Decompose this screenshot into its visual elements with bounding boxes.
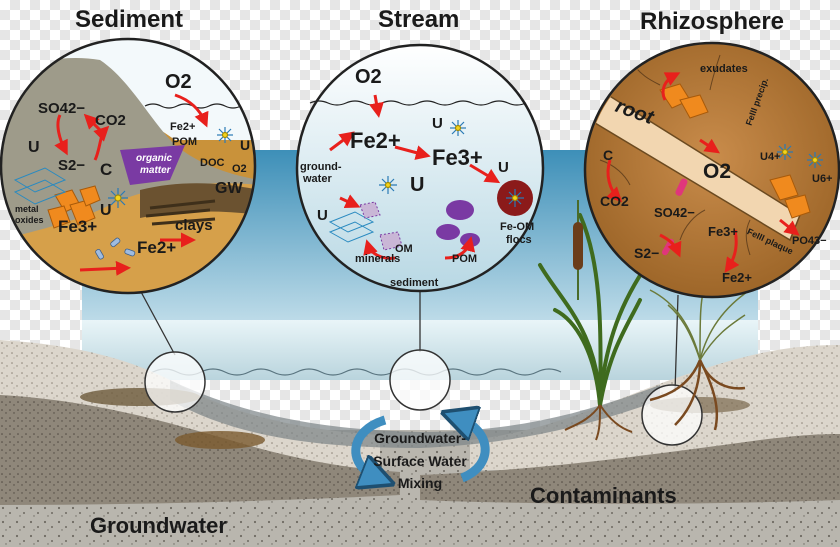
dark-sediment-layer <box>0 395 400 505</box>
lens-2 <box>175 431 265 449</box>
stream-u-top: U <box>432 115 443 132</box>
sed-fe2: Fe2+ <box>137 238 176 257</box>
sed-o2-small: O2 <box>232 163 247 175</box>
sed-clays: clays <box>175 217 213 234</box>
mixing-label-1: Groundwater- <box>374 430 466 446</box>
stream-pom-label: POM <box>452 253 477 265</box>
uranium-complex-icon <box>777 144 793 160</box>
sediment-magnifier <box>144 351 206 413</box>
sed-pom: POM <box>172 136 197 148</box>
sed-organic-1: organic <box>136 153 173 164</box>
feiii-plaque-particles <box>659 83 811 219</box>
sed-u-bottom: U <box>100 202 112 219</box>
stream-u-mid: U <box>410 174 424 196</box>
groundwater-title: Groundwater <box>90 513 227 538</box>
sed-fe2-small: Fe2+ <box>170 121 195 133</box>
streambed <box>170 380 660 448</box>
stream-mineral-lattice <box>328 211 375 243</box>
sediment-mineral-lattice <box>13 167 67 205</box>
mixing-label-2: Surface Water <box>373 453 467 469</box>
mixing-cycle <box>351 415 490 483</box>
sed-metal-2: oxides <box>15 215 44 225</box>
mixing-arrow-left <box>351 415 385 478</box>
rhizo-u6: U6+ <box>812 173 833 185</box>
sediment-title: Sediment <box>75 6 183 33</box>
cattail-head <box>573 222 583 270</box>
rhizo-so4: SO42− <box>654 205 695 220</box>
sed-u: U <box>28 139 40 156</box>
stream-fe2: Fe2+ <box>350 128 401 153</box>
sediment-circle: O2 SO42− CO2 U S2− C Fe2+ POM organic ma… <box>0 37 257 295</box>
sed-fe3: Fe3+ <box>58 217 97 236</box>
sed-metal-1: metal <box>15 204 39 214</box>
stream-gw-2: water <box>302 173 332 185</box>
rhizo-s2: S2− <box>634 245 659 261</box>
rhizo-pink-marker <box>675 178 688 196</box>
uranium-complex-icon <box>450 120 466 136</box>
sed-organic-2: matter <box>140 165 172 176</box>
sed-doc: DOC <box>200 157 225 169</box>
stream-feom-1: Fe-OM <box>500 221 534 233</box>
rhizo-po4: PO43− <box>792 235 827 247</box>
mixing-arrow-right <box>458 418 490 483</box>
sed-u-right: U <box>240 137 250 153</box>
uranium-complex-icon <box>807 152 823 168</box>
magnifier-circles <box>144 349 703 446</box>
stream-sediment: sediment <box>390 277 439 289</box>
uranium-complex-icon <box>506 189 524 207</box>
uranium-complex-icon <box>217 127 233 143</box>
rhizo-c: C <box>603 147 613 163</box>
organic-matter-blob <box>120 145 185 185</box>
stream-fe3: Fe3+ <box>432 145 483 170</box>
stream-circle: O2 Fe2+ Fe3+ U U U U ground- water OM mi… <box>295 43 545 293</box>
rhizo-exudates: exudates <box>700 63 748 75</box>
right-dark-layer <box>420 434 840 504</box>
stream-o2: O2 <box>355 66 382 88</box>
sed-co2: CO2 <box>95 112 126 129</box>
sed-o2: O2 <box>165 71 192 93</box>
stream-u-right: U <box>498 159 509 176</box>
stream-minerals: minerals <box>355 253 400 265</box>
rhizo-o2: O2 <box>703 160 731 183</box>
sed-gw: GW <box>215 180 243 197</box>
stream-title: Stream <box>378 6 459 33</box>
stream-om: OM <box>395 243 413 255</box>
rhizo-u4: U4+ <box>760 151 781 163</box>
uranium-complex-icon <box>379 176 397 194</box>
rhizo-fe2: Fe2+ <box>722 270 752 285</box>
rhizo-fe3: Fe3+ <box>708 224 738 239</box>
sed-so4: SO42− <box>38 100 85 117</box>
stream-gw-1: ground- <box>300 161 342 173</box>
uranium-complex-icon <box>108 188 128 208</box>
stream-u-left: U <box>317 207 328 224</box>
uranium-complex-icons <box>108 120 823 208</box>
stream-magnifier <box>389 349 451 411</box>
stream-feom-2: flocs <box>506 234 532 246</box>
sed-s2: S2− <box>58 157 85 174</box>
mixing-label-3: Mixing <box>398 475 442 491</box>
metal-oxides <box>47 185 101 229</box>
rhizosphere-circle: exudates root FeIII precip. C O2 U4+ U6+… <box>583 41 840 299</box>
rhizosphere-magnifier <box>641 384 703 446</box>
sed-c: C <box>100 160 112 179</box>
contaminants-title: Contaminants <box>530 483 677 508</box>
cattail-plant <box>538 200 652 441</box>
rhizo-co2: CO2 <box>600 193 629 209</box>
rhizosphere-title: Rhizosphere <box>640 8 784 35</box>
